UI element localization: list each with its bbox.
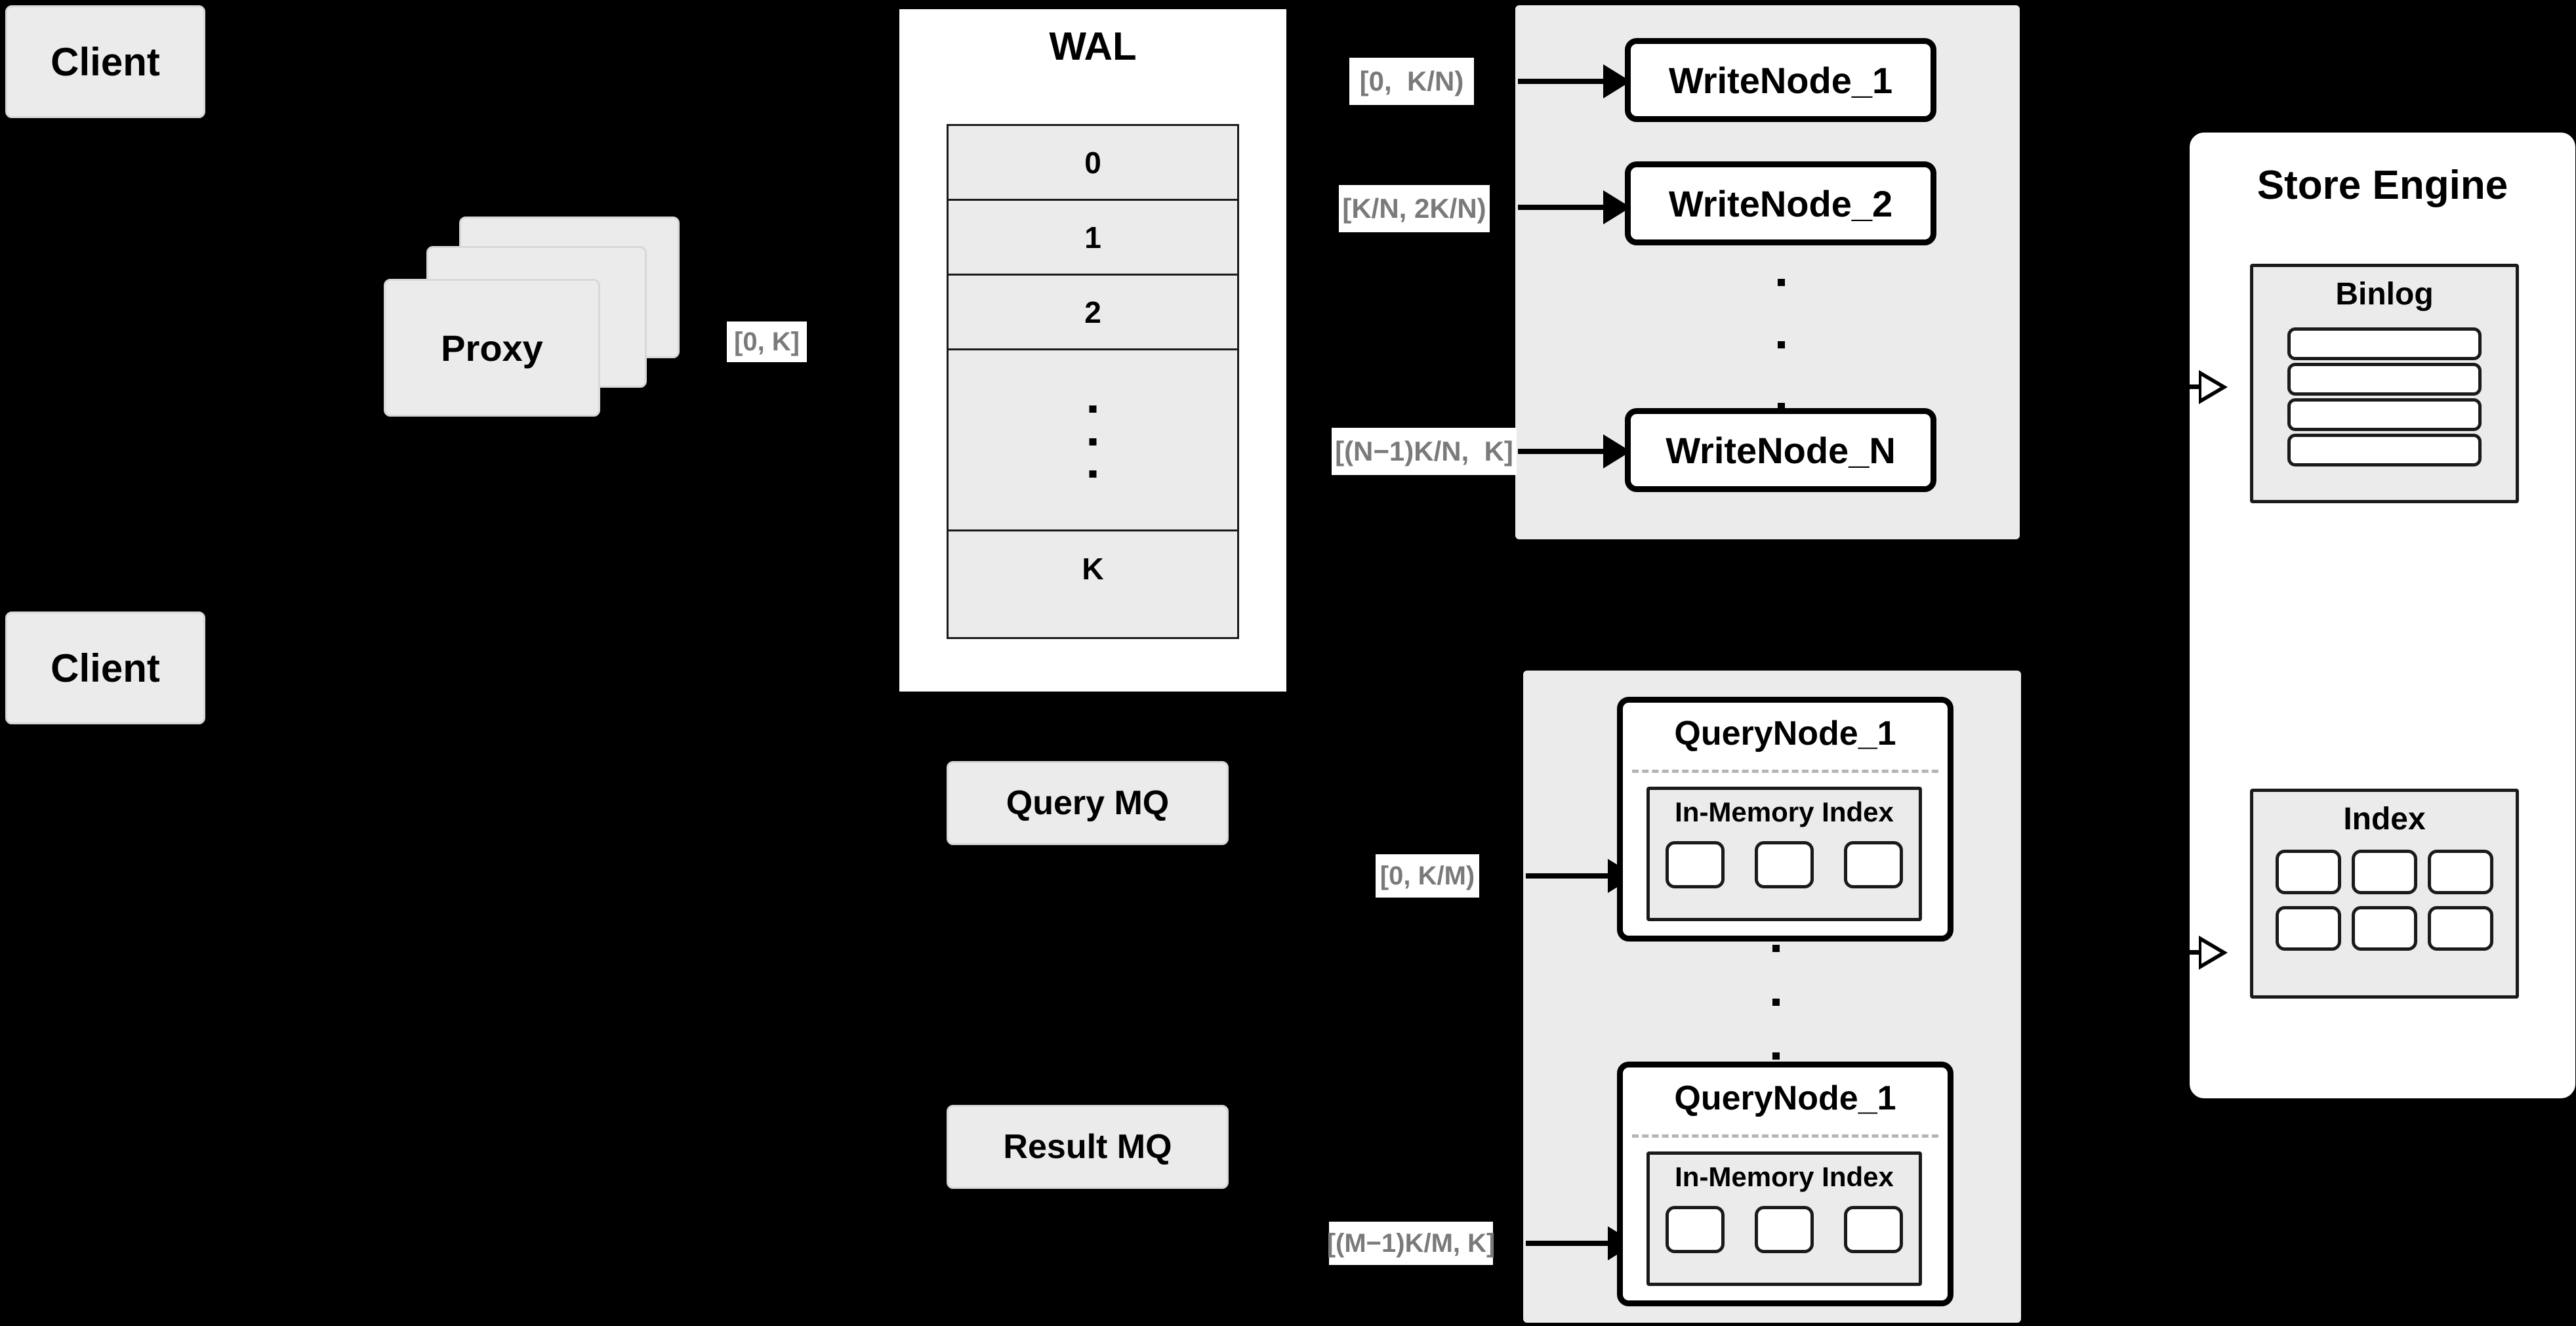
- result-mq-label: Result MQ: [1003, 1128, 1172, 1166]
- arrow-head-index: [2199, 936, 2228, 970]
- label-wal-to-writenode-2-text: [K/N, 2K/N): [1342, 193, 1486, 224]
- wal-title: WAL: [1049, 24, 1137, 68]
- write-node-n[interactable]: WriteNode_N: [1625, 408, 1936, 492]
- index-cell-3[interactable]: [2428, 850, 2493, 894]
- label-mq-to-querynode-m: [(M−1)K/M, K]: [1326, 1222, 1496, 1265]
- label-wal-to-writenode-1-text: [0, K/N): [1359, 66, 1464, 96]
- binlog-entries: [2287, 327, 2482, 466]
- query-node-1-index-segment-3[interactable]: [1844, 841, 1903, 888]
- query-node-1-title: QueryNode_1: [1623, 711, 1948, 756]
- wal-ellipsis-dots: [1089, 405, 1097, 478]
- query-node-2-index-title-text: In-Memory Index: [1675, 1161, 1894, 1192]
- query-node-ellipsis-dots: [1771, 945, 1780, 1060]
- wal-table: 0 1 2 K: [947, 124, 1239, 639]
- client-label-1: Client: [51, 39, 160, 84]
- label-proxy-to-wal-text: [0, K]: [734, 327, 800, 356]
- store-engine-title: Store Engine: [2190, 159, 2575, 211]
- proxy-box[interactable]: Proxy: [384, 279, 600, 417]
- wal-row-1[interactable]: 1: [949, 201, 1237, 276]
- query-node-1[interactable]: QueryNode_1 In-Memory Index: [1617, 697, 1953, 942]
- arrow-line-querynode-1: [1526, 873, 1608, 879]
- write-node-ellipsis-dots: [1776, 279, 1786, 410]
- label-mq-to-querynode-m-text: [(M−1)K/M, K]: [1326, 1228, 1496, 1258]
- arrow-line-writenode-2: [1518, 205, 1603, 210]
- query-node-1-divider: [1632, 770, 1938, 773]
- query-node-1-in-memory-index[interactable]: In-Memory Index: [1646, 787, 1922, 921]
- client-box-1[interactable]: Client: [5, 5, 205, 118]
- write-node-1[interactable]: WriteNode_1: [1625, 38, 1936, 122]
- index-cell-4[interactable]: [2276, 906, 2341, 951]
- arrow-line-writenode-1: [1518, 79, 1603, 84]
- query-node-2-title: QueryNode_1: [1623, 1075, 1948, 1121]
- label-wal-to-writenode-1: [0, K/N): [1349, 58, 1474, 105]
- arrow-line-index: [2158, 950, 2199, 955]
- query-node-2-divider: [1632, 1134, 1938, 1138]
- index-cell-5[interactable]: [2352, 906, 2417, 951]
- label-wal-to-writenode-2: [K/N, 2K/N): [1339, 185, 1490, 232]
- binlog-entry-2[interactable]: [2287, 363, 2482, 396]
- arrow-line-querynode-m: [1526, 1241, 1608, 1246]
- binlog-panel[interactable]: Binlog: [2250, 264, 2519, 503]
- binlog-entry-4[interactable]: [2287, 434, 2482, 466]
- index-title-text: Index: [2343, 801, 2426, 837]
- write-node-n-label: WriteNode_N: [1666, 429, 1896, 471]
- query-node-1-title-text: QueryNode_1: [1674, 715, 1896, 753]
- label-mq-to-querynode-1: [0, K/M): [1376, 854, 1479, 898]
- index-cell-grid: [2276, 850, 2493, 951]
- query-node-2-title-text: QueryNode_1: [1674, 1079, 1896, 1117]
- binlog-title: Binlog: [2253, 274, 2516, 314]
- index-cell-1[interactable]: [2276, 850, 2341, 894]
- query-mq-label: Query MQ: [1006, 784, 1170, 822]
- label-wal-to-writenode-n-text: [(N−1)K/N, K]: [1335, 436, 1513, 466]
- proxy-stack[interactable]: Proxy: [384, 217, 682, 426]
- binlog-entry-1[interactable]: [2287, 327, 2482, 360]
- client-box-2[interactable]: Client: [5, 611, 205, 724]
- index-title: Index: [2253, 798, 2516, 839]
- query-node-2-in-memory-index[interactable]: In-Memory Index: [1646, 1151, 1922, 1286]
- binlog-entry-3[interactable]: [2287, 398, 2482, 431]
- query-node-1-index-segment-2[interactable]: [1755, 841, 1814, 888]
- query-node-2[interactable]: QueryNode_1 In-Memory Index: [1617, 1062, 1953, 1306]
- write-node-2[interactable]: WriteNode_2: [1625, 161, 1936, 245]
- query-node-2-index-segment-3[interactable]: [1844, 1206, 1903, 1253]
- wal-row-k[interactable]: K: [949, 531, 1237, 606]
- index-panel[interactable]: Index: [2250, 789, 2519, 999]
- wal-row-2-label: 2: [1084, 295, 1101, 329]
- arrow-line-binlog: [2158, 384, 2199, 389]
- query-node-1-index-title: In-Memory Index: [1650, 794, 1919, 831]
- wal-row-1-label: 1: [1084, 220, 1101, 255]
- arrow-line-writenode-n: [1518, 449, 1603, 454]
- wal-row-k-label: K: [1082, 552, 1104, 586]
- index-cell-6[interactable]: [2428, 906, 2493, 951]
- query-mq-box[interactable]: Query MQ: [947, 761, 1229, 845]
- query-node-1-index-segment-1[interactable]: [1666, 841, 1725, 888]
- query-node-2-index-segment-2[interactable]: [1755, 1206, 1814, 1253]
- query-node-2-index-segment-1[interactable]: [1666, 1206, 1725, 1253]
- label-proxy-to-wal: [0, K]: [727, 321, 807, 362]
- client-label-2: Client: [51, 646, 160, 690]
- wal-row-2[interactable]: 2: [949, 276, 1237, 350]
- query-node-1-index-title-text: In-Memory Index: [1675, 797, 1894, 827]
- write-node-2-label: WriteNode_2: [1668, 182, 1893, 224]
- wal-row-0-label: 0: [1084, 145, 1101, 180]
- store-engine-title-text: Store Engine: [2257, 162, 2508, 208]
- arrow-head-binlog: [2199, 370, 2228, 404]
- proxy-label: Proxy: [441, 327, 543, 369]
- wal-row-ellipsis: [949, 350, 1237, 531]
- store-engine-box[interactable]: Store Engine Binlog Index: [2186, 129, 2576, 1102]
- query-node-2-index-segments: [1666, 1206, 1903, 1253]
- wal-row-0[interactable]: 0: [949, 126, 1237, 201]
- wal-box[interactable]: WAL 0 1 2 K: [895, 5, 1290, 695]
- label-mq-to-querynode-1-text: [0, K/M): [1380, 861, 1475, 890]
- index-cell-2[interactable]: [2352, 850, 2417, 894]
- result-mq-box[interactable]: Result MQ: [947, 1105, 1229, 1189]
- query-node-2-index-title: In-Memory Index: [1650, 1159, 1919, 1195]
- label-wal-to-writenode-n: [(N−1)K/N, K]: [1332, 428, 1517, 475]
- binlog-title-text: Binlog: [2335, 276, 2434, 312]
- query-node-1-index-segments: [1666, 841, 1903, 888]
- write-node-1-label: WriteNode_1: [1668, 59, 1893, 101]
